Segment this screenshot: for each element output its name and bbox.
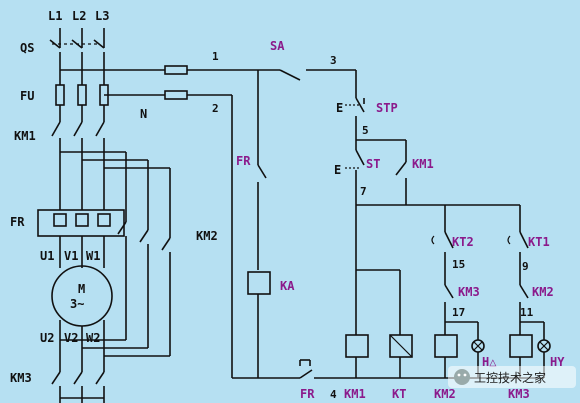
phase-l2-label: L2 <box>72 9 86 23</box>
kt2-label: KT2 <box>452 235 474 249</box>
v2-label: V2 <box>64 331 78 345</box>
lamp-y-label: HY <box>550 355 565 369</box>
fr-bottom-label: FR <box>300 387 315 401</box>
node-9: 9 <box>522 260 529 273</box>
kt-coil <box>389 334 413 358</box>
coil-km1-label: KM1 <box>344 387 366 401</box>
ka-coil <box>247 271 271 295</box>
node-2: 2 <box>212 102 219 115</box>
km3-coil <box>509 334 533 358</box>
km1-main-contacts <box>51 121 105 137</box>
km2-main-label: KM2 <box>196 229 218 243</box>
st-start-button <box>345 149 365 169</box>
km3-main-label: KM3 <box>10 371 32 385</box>
lamp-h-delta <box>471 339 485 353</box>
lamp-hy <box>537 339 551 353</box>
ka-label: KA <box>280 279 295 293</box>
w2-label: W2 <box>86 331 100 345</box>
qs-switch <box>49 39 105 49</box>
stp-label: STP <box>376 101 398 115</box>
control-circuit <box>60 65 551 379</box>
fu-fuses <box>55 84 109 106</box>
motor-m-label: M <box>78 282 85 296</box>
sa-label: SA <box>270 39 285 53</box>
fr-main-label: FR <box>10 215 25 229</box>
node-11: 11 <box>520 306 534 319</box>
node-4: 4 <box>330 388 337 401</box>
km2-aux-label: KM2 <box>532 285 554 299</box>
e-label-stp: E <box>336 101 343 115</box>
coil-km2-label: KM2 <box>434 387 456 401</box>
kt1-timer-contact <box>507 231 529 249</box>
km1-coil <box>345 334 369 358</box>
node-3: 3 <box>330 54 337 67</box>
sa-switch <box>279 69 356 81</box>
node-17: 17 <box>452 306 465 319</box>
wechat-icon <box>454 369 470 385</box>
kt2-timer-contact <box>431 231 454 249</box>
km2-aux-contact <box>519 284 529 299</box>
watermark: 工控技术之家 <box>448 366 576 388</box>
km1-aux-contact <box>395 161 407 176</box>
km3-star-contacts <box>51 371 105 403</box>
u2-label: U2 <box>40 331 54 345</box>
fr-aux-label: FR <box>236 154 251 168</box>
km3-aux-label: KM3 <box>458 285 480 299</box>
coil-km3-label: KM3 <box>508 387 530 401</box>
km3-aux-contact <box>444 284 454 299</box>
st-label: ST <box>366 157 380 171</box>
control-fuse-1 <box>164 65 188 75</box>
w1-label: W1 <box>86 249 100 263</box>
fr-aux-bottom-contact <box>299 359 313 379</box>
control-fuse-n <box>164 90 188 100</box>
km1-main-label: KM1 <box>14 129 36 143</box>
node-15: 15 <box>452 258 465 271</box>
fr-aux-contact <box>257 164 267 179</box>
lamp-d-label: H△ <box>482 355 497 369</box>
km2-coil <box>434 334 458 358</box>
v1-label: V1 <box>64 249 78 263</box>
node-7: 7 <box>360 185 367 198</box>
phase-l1-label: L1 <box>48 9 62 23</box>
km2-main-contacts <box>60 152 171 357</box>
n-label: N <box>140 107 147 121</box>
phase-l3-label: L3 <box>95 9 109 23</box>
km1-aux-label: KM1 <box>412 157 434 171</box>
fr-thermal-relay <box>37 209 125 237</box>
main-circuit <box>37 28 171 403</box>
kt1-label: KT1 <box>528 235 550 249</box>
watermark-text: 工控技术之家 <box>474 370 546 385</box>
motor-circle <box>51 265 113 327</box>
node-5: 5 <box>362 124 369 137</box>
u1-label: U1 <box>40 249 54 263</box>
labels: L1 L2 L3 QS FU KM1 FR KM2 KM3 U1 V1 W1 U… <box>10 9 565 401</box>
motor-3-label: 3~ <box>70 297 84 311</box>
coil-kt-label: KT <box>392 387 406 401</box>
fu-label: FU <box>20 89 34 103</box>
stp-stop-button <box>345 97 365 113</box>
node-1: 1 <box>212 50 219 63</box>
qs-label: QS <box>20 41 34 55</box>
e-label-st: E <box>334 163 341 177</box>
